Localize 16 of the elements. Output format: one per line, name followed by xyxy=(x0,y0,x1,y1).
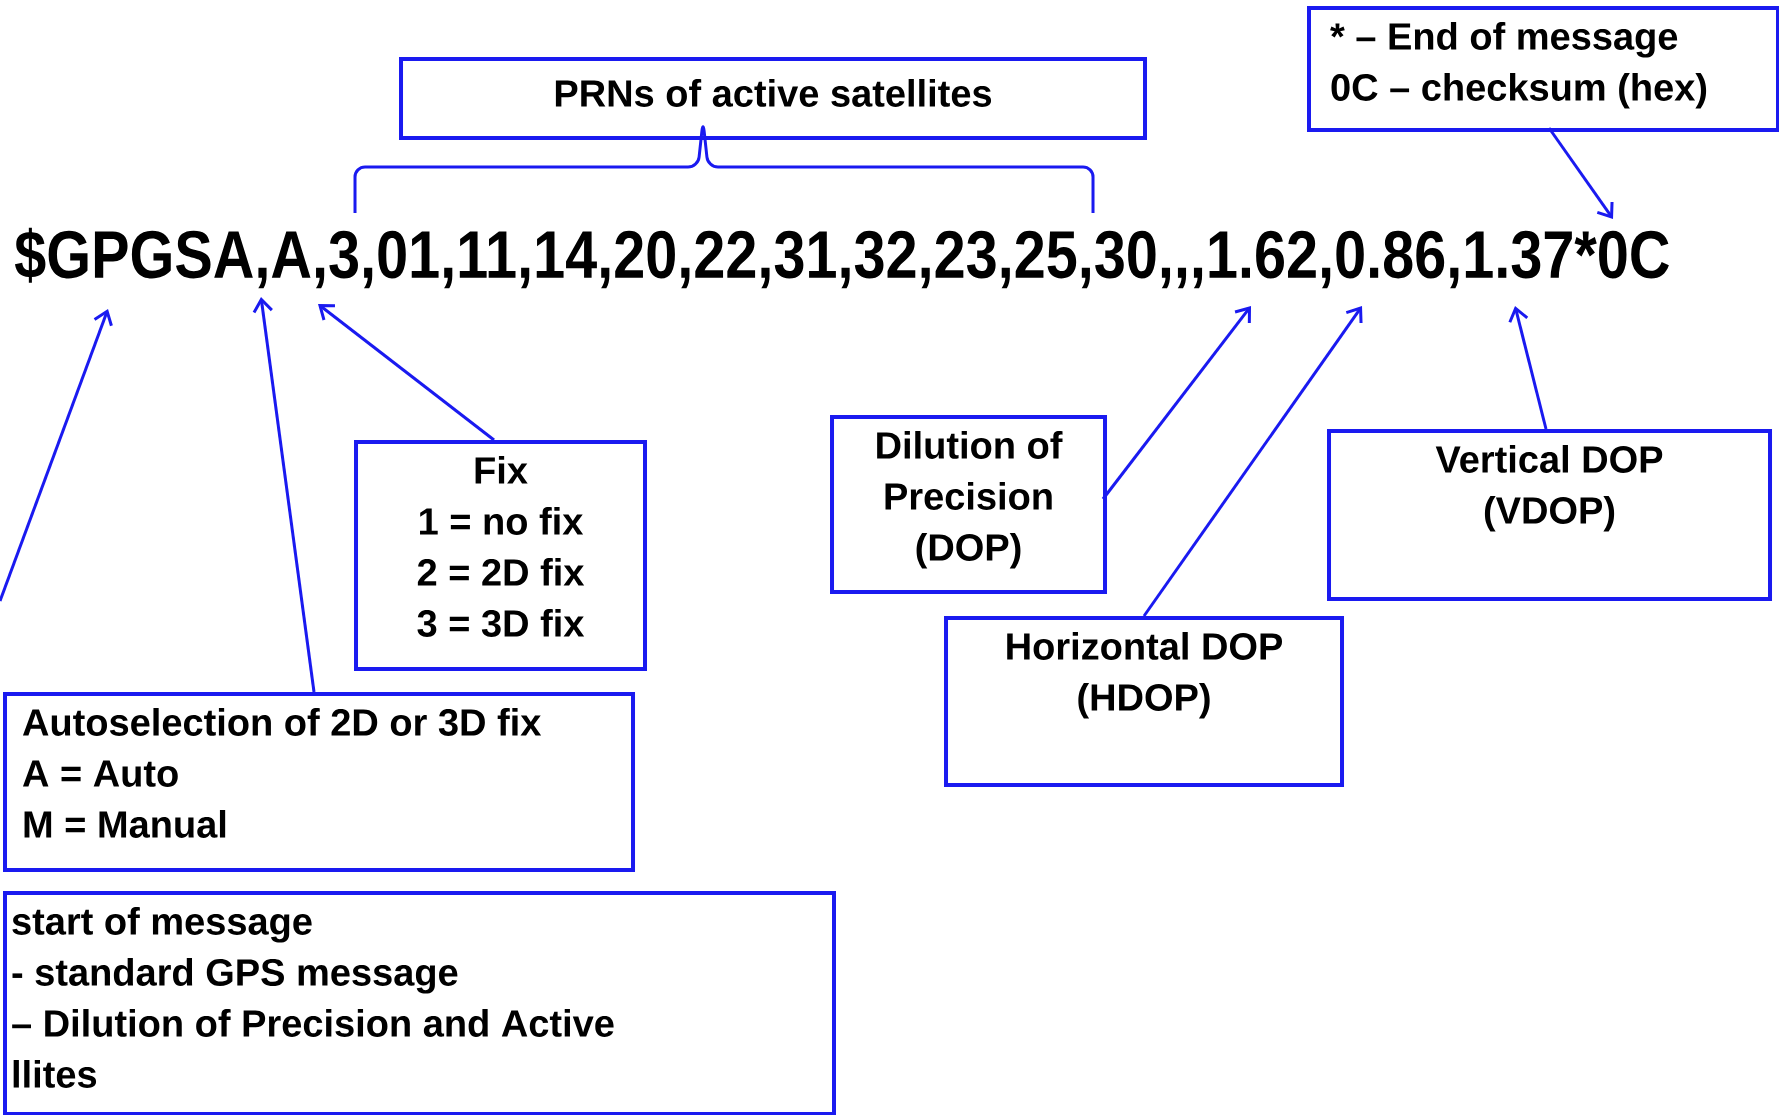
text-box: Horizontal DOP (HDOP) xyxy=(944,616,1344,787)
arrow xyxy=(0,309,113,602)
arrow xyxy=(1508,306,1548,430)
arrow xyxy=(318,304,495,442)
text-box: Dilution of Precision (DOP) xyxy=(830,415,1107,594)
arrow xyxy=(252,297,316,693)
text-box: PRNs of active satellites xyxy=(399,57,1147,140)
text-box: Fix 1 = no fix 2 = 2D fix 3 = 3D fix xyxy=(354,440,647,671)
text-box: Vertical DOP (VDOP) xyxy=(1327,429,1772,601)
message-text: $GPGSA,A,3,01,11,14,20,22,31,32,23,25,30,,,1.62,0.86,1.37*0C xyxy=(14,227,1669,289)
arrow xyxy=(1142,306,1363,617)
text-box: start of message - standard GPS message – Dilution of Precision and Active llites xyxy=(3,891,836,1115)
text-box: Autoselection of 2D or 3D fix A = Auto M = Manual xyxy=(3,692,635,872)
arrow xyxy=(1101,306,1251,500)
arrow xyxy=(1547,127,1614,219)
text-box: * – End of message 0C – checksum (hex) xyxy=(1307,6,1779,132)
